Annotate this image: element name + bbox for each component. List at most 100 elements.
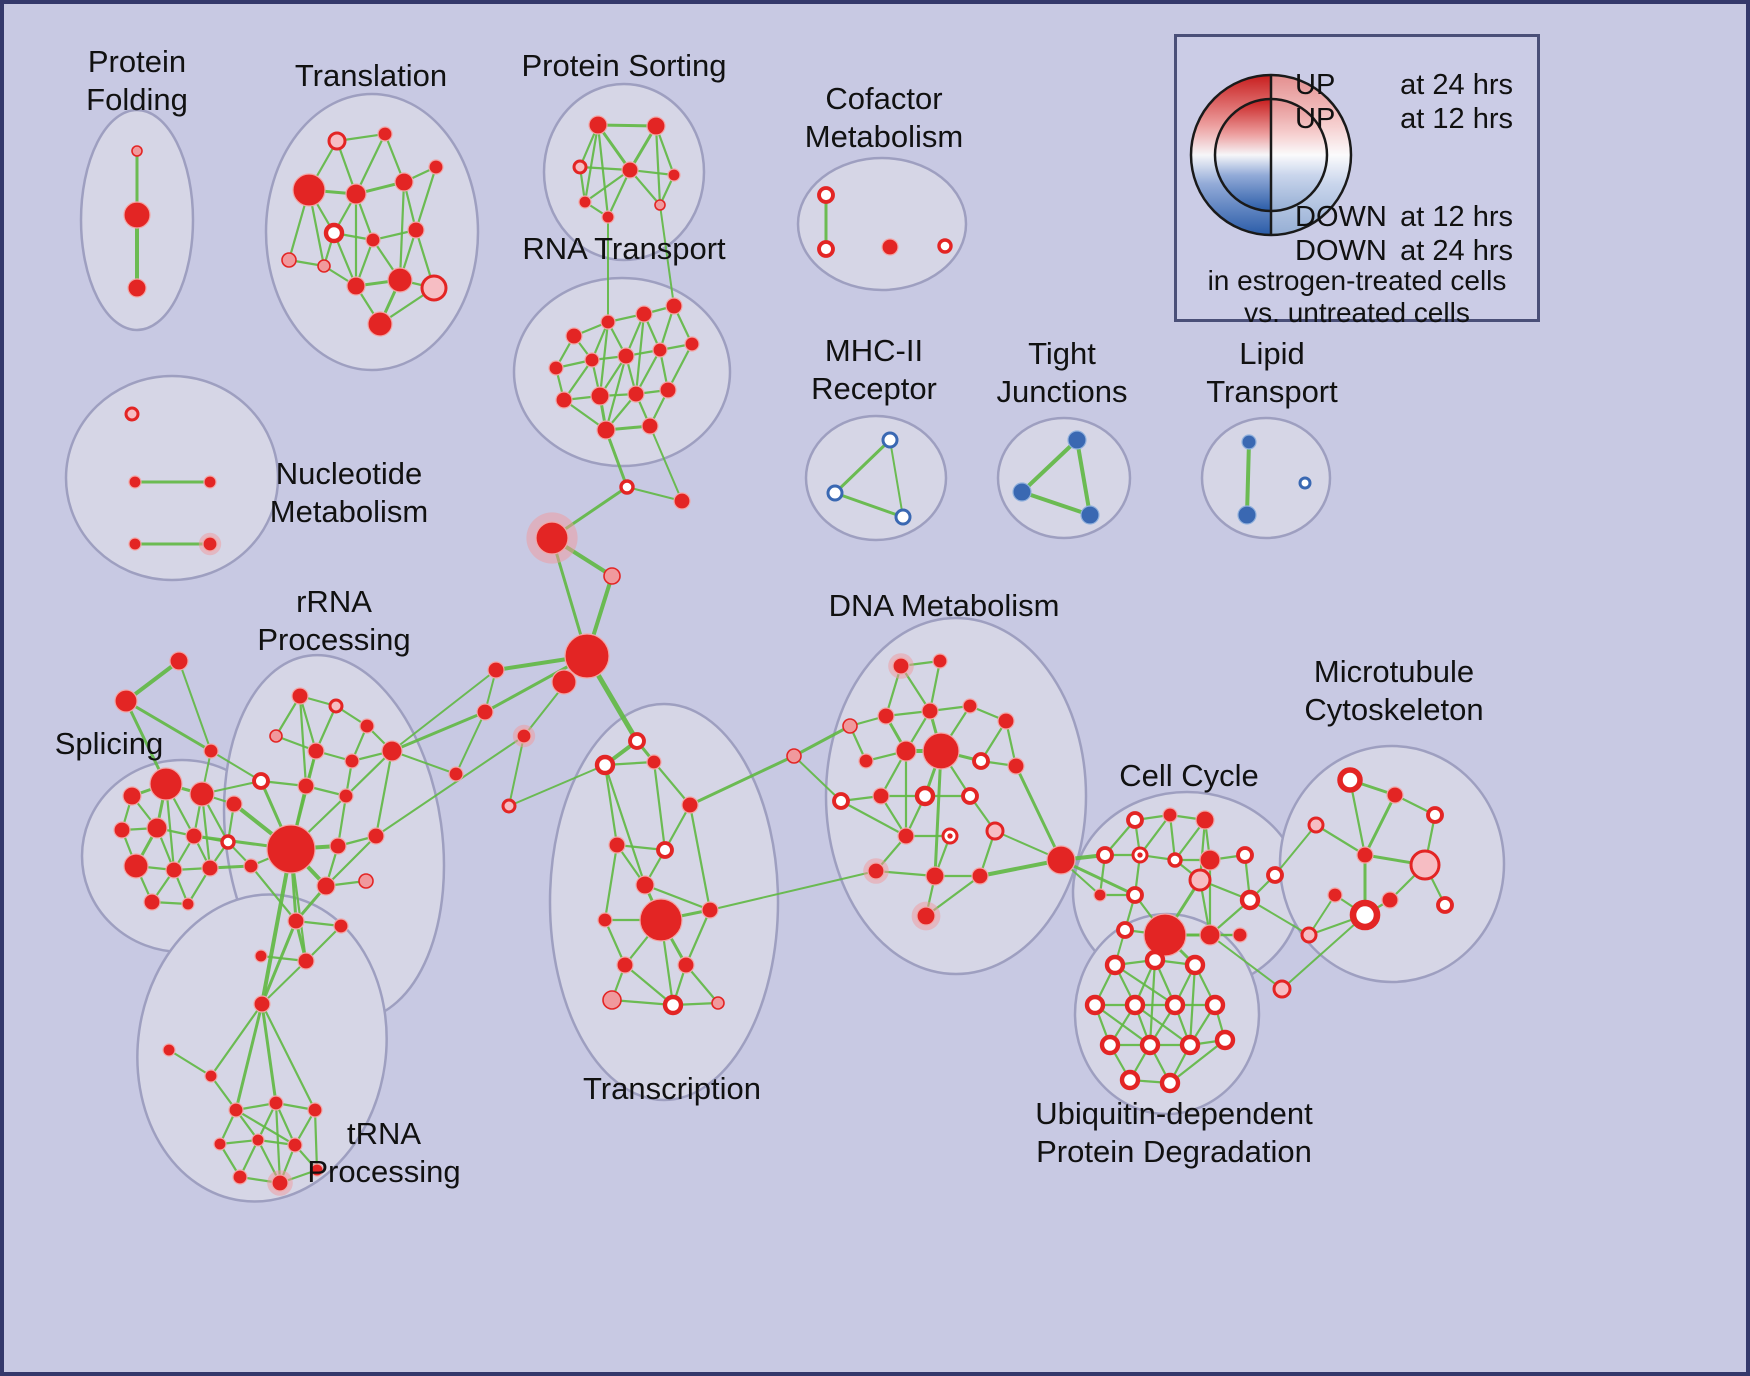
network-edge <box>508 735 525 807</box>
network-node-ring <box>1119 1069 1141 1091</box>
network-node-red <box>1327 887 1343 903</box>
network-node-red <box>310 1163 324 1177</box>
network-node-halo <box>516 728 532 744</box>
legend-halfcircle-glyph <box>1189 73 1353 237</box>
network-edge <box>1281 914 1366 990</box>
network-node-red <box>701 901 719 919</box>
network-node-red <box>316 876 336 896</box>
network-node-red <box>123 853 149 879</box>
network-node-ring <box>817 240 835 258</box>
network-edge <box>508 764 606 807</box>
network-node-red <box>203 475 217 489</box>
network-node-pinkring <box>985 821 1005 841</box>
network-node-red <box>185 827 203 845</box>
network-node-halo <box>535 521 569 555</box>
network-node-red <box>143 893 161 911</box>
network-node-pink <box>602 990 622 1010</box>
network-node-red <box>564 633 610 679</box>
network-edge <box>344 749 394 798</box>
network-edge <box>260 1002 317 1112</box>
network-edge <box>1188 963 1197 1047</box>
network-edge <box>1133 1003 1192 1047</box>
network-edge <box>634 312 646 396</box>
network-node-red <box>667 168 681 182</box>
network-node-red <box>548 360 564 376</box>
network-edge <box>124 699 213 753</box>
network-node-ring <box>1436 896 1454 914</box>
network-edge <box>603 763 647 887</box>
network-edge <box>1168 1038 1227 1085</box>
network-node-red <box>646 754 662 770</box>
network-node-red <box>359 718 375 734</box>
network-node-ring <box>1349 899 1381 931</box>
network-node-ring <box>1426 806 1444 824</box>
legend-row-down-24: DOWN at 24 hrs <box>1295 235 1513 268</box>
network-node-red <box>627 385 645 403</box>
network-node-red <box>635 875 655 895</box>
legend-faded-half <box>1271 75 1351 235</box>
cluster-label-tr: Translation <box>295 58 447 93</box>
network-node-red <box>971 867 989 885</box>
network-node-ring <box>1214 1029 1236 1051</box>
network-node-red <box>381 740 403 762</box>
network-node-ring <box>252 772 270 790</box>
network-node-red <box>673 492 691 510</box>
network-node-ring <box>1184 954 1206 976</box>
network-node-ring <box>1124 994 1146 1016</box>
network-node-ring <box>1179 1034 1201 1056</box>
network-node-halo <box>916 906 936 926</box>
network-node-red <box>858 753 874 769</box>
network-node-red <box>169 651 189 671</box>
network-node-red <box>872 787 890 805</box>
network-node-red <box>367 827 385 845</box>
network-node-ring <box>1144 949 1166 971</box>
network-node-pink <box>317 259 331 273</box>
legend-word: UP <box>1295 103 1336 135</box>
network-node-red <box>243 858 259 874</box>
network-node-red <box>1007 757 1025 775</box>
network-node-red <box>367 311 393 337</box>
network-node-red <box>128 475 142 489</box>
legend-word: DOWN <box>1295 235 1387 267</box>
network-edge <box>375 735 525 837</box>
network-node-bluering <box>1298 476 1312 490</box>
network-node-red <box>608 836 626 854</box>
network-node-red <box>641 417 659 435</box>
network-node-ring <box>1084 994 1106 1016</box>
legend: UP at 24 hrs UP at 12 hrs DOWN at 12 hrs… <box>1174 34 1540 328</box>
network-node-ring <box>1266 866 1284 884</box>
network-node-red <box>162 1043 176 1057</box>
network-node-red <box>448 766 464 782</box>
legend-time: at 24 hrs <box>1400 235 1513 267</box>
network-node-ring <box>1164 994 1186 1016</box>
network-node-red <box>1195 810 1215 830</box>
network-node-blue <box>1237 505 1257 525</box>
network-node-ring <box>220 834 236 850</box>
network-node-red <box>565 327 583 345</box>
network-edge <box>1245 440 1251 517</box>
network-node-red <box>895 740 917 762</box>
network-edge <box>649 425 683 502</box>
network-node-ring <box>961 787 979 805</box>
network-edge <box>260 847 293 1006</box>
network-edge <box>596 123 658 128</box>
network-edge <box>839 799 908 838</box>
network-node-pink <box>131 145 143 157</box>
network-node-red <box>114 689 138 713</box>
network-node-ring <box>619 479 635 495</box>
network-node-red <box>344 753 360 769</box>
network-node-red <box>921 702 939 720</box>
network-node-bluering <box>826 484 844 502</box>
network-node-pink <box>711 996 725 1010</box>
network-edge <box>374 749 394 838</box>
network-node-red <box>213 1137 227 1151</box>
network-edge <box>933 749 943 878</box>
network-edge <box>1075 438 1092 517</box>
network-edge <box>643 883 712 912</box>
network-node-red <box>387 267 413 293</box>
legend-footer-line1: in estrogen-treated cells <box>1207 265 1507 296</box>
